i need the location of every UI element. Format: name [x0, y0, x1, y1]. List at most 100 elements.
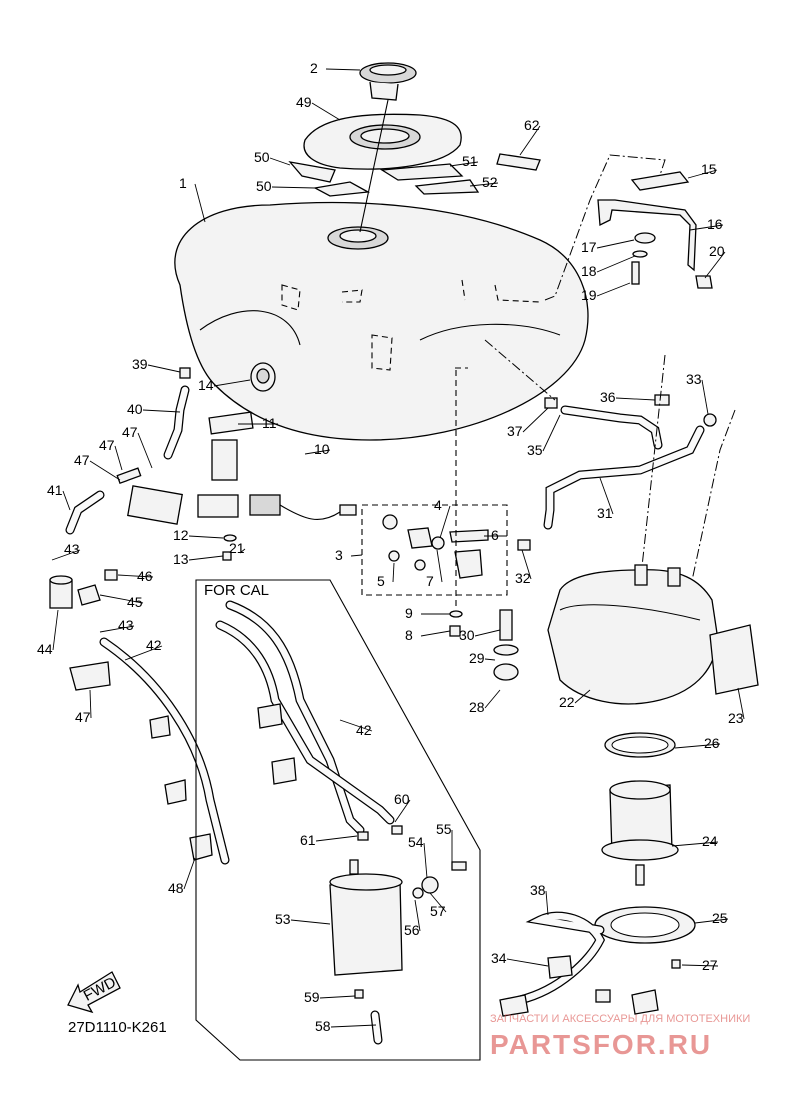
callout-42: 42 [146, 637, 162, 653]
lower-tank-22 [547, 564, 759, 705]
callout-leader [439, 505, 451, 539]
callout-44: 44 [37, 641, 53, 657]
callout-leader [290, 919, 331, 925]
callout-leader [194, 183, 206, 223]
callout-51: 51 [462, 153, 478, 169]
watermark-text: ЗАПЧАСТИ И АКСЕССУАРЫ ДЛЯ МОТОТЕХНИКИ [490, 1013, 750, 1025]
callout-leader [269, 157, 291, 166]
callout-22: 22 [559, 694, 575, 710]
for-cal-title: FOR CAL [204, 582, 269, 599]
vent-hose-42 [99, 637, 230, 865]
callout-50: 50 [256, 178, 272, 194]
callout-9: 9 [405, 605, 413, 621]
callout-leader [350, 554, 363, 557]
callout-leader [183, 857, 196, 890]
callout-leader [271, 186, 316, 189]
callout-leader [420, 630, 451, 637]
callout-52: 52 [482, 174, 498, 190]
small-parts-left [163, 362, 276, 460]
fwd-label: FWD [81, 974, 119, 1005]
callout-leader [311, 102, 341, 121]
callout-27: 27 [702, 957, 718, 973]
callout-24: 24 [702, 833, 718, 849]
callout-leader [506, 958, 549, 967]
callout-leader [596, 239, 635, 249]
callout-26: 26 [704, 735, 720, 751]
callout-leader [542, 414, 561, 452]
callout-leader [142, 409, 181, 413]
fuel-tank [174, 201, 589, 441]
callout-4: 4 [434, 497, 442, 513]
callout-34: 34 [491, 950, 507, 966]
emblem-53 [288, 161, 336, 183]
callout-leader [188, 555, 224, 561]
callout-leader [701, 379, 709, 415]
callout-leader [319, 995, 356, 999]
watermark: ЗАПЧАСТИ И АКСЕССУАРЫ ДЛЯ МОТОТЕХНИКИ PA… [490, 1013, 750, 1060]
callout-39: 39 [132, 356, 148, 372]
tank-cover-52 [303, 113, 462, 170]
breather-hoses [49, 467, 142, 691]
callout-31: 31 [597, 505, 613, 521]
emblem-66 [496, 153, 541, 171]
emblem-56 [414, 179, 480, 195]
callout-leader [599, 477, 614, 515]
callout-29: 29 [469, 650, 485, 666]
callout-leader [147, 364, 181, 373]
callout-leader [188, 535, 224, 539]
callout-leader [137, 432, 153, 469]
callout-42: 42 [356, 722, 372, 738]
callout-leader [519, 125, 541, 156]
callout-leader [325, 68, 361, 71]
callout-47: 47 [122, 424, 138, 440]
callout-leader [213, 379, 251, 387]
callout-47: 47 [74, 452, 90, 468]
callout-18: 18 [581, 263, 597, 279]
callout-8: 8 [405, 627, 413, 643]
callout-5: 5 [377, 573, 385, 589]
fwd-arrow-icon: FWD [67, 971, 121, 1014]
callout-6: 6 [491, 527, 499, 543]
callout-45: 45 [127, 594, 143, 610]
callout-53: 53 [275, 911, 291, 927]
callout-leader [704, 251, 726, 279]
callout-leader [52, 609, 59, 651]
callout-leader [596, 282, 631, 297]
callout-28: 28 [469, 699, 485, 715]
callout-15: 15 [701, 161, 717, 177]
bracket-assembly [597, 171, 713, 289]
callout-leader [414, 899, 421, 932]
fuel-hose-38 [499, 911, 659, 1017]
callout-leader [521, 549, 532, 580]
callout-40: 40 [127, 401, 143, 417]
callout-7: 7 [426, 573, 434, 589]
callout-leader [315, 835, 358, 842]
callout-leader [474, 629, 501, 637]
callout-17: 17 [581, 239, 597, 255]
callout-leader [681, 964, 719, 967]
callout-43: 43 [64, 541, 80, 557]
callout-13: 13 [173, 551, 189, 567]
callout-30: 30 [459, 627, 475, 643]
callout-48: 48 [168, 880, 184, 896]
callout-32: 32 [515, 570, 531, 586]
callout-leader [394, 799, 411, 823]
callout-leader [114, 445, 123, 471]
callout-leader [449, 161, 479, 167]
callout-57: 57 [430, 903, 446, 919]
callout-leader [671, 841, 719, 847]
pump-assembly [594, 732, 696, 969]
callout-46: 46 [137, 568, 153, 584]
callout-leader [694, 918, 729, 924]
callout-2: 2 [310, 60, 318, 76]
fuel-hoses [517, 394, 717, 551]
callout-leader [89, 689, 92, 719]
callout-leader [392, 562, 395, 583]
callout-23: 23 [728, 710, 744, 726]
callout-leader [484, 689, 501, 709]
callout-36: 36 [600, 389, 616, 405]
callout-59: 59 [304, 989, 320, 1005]
callout-49: 49 [296, 94, 312, 110]
callout-60: 60 [394, 791, 410, 807]
callout-37: 37 [507, 423, 523, 439]
